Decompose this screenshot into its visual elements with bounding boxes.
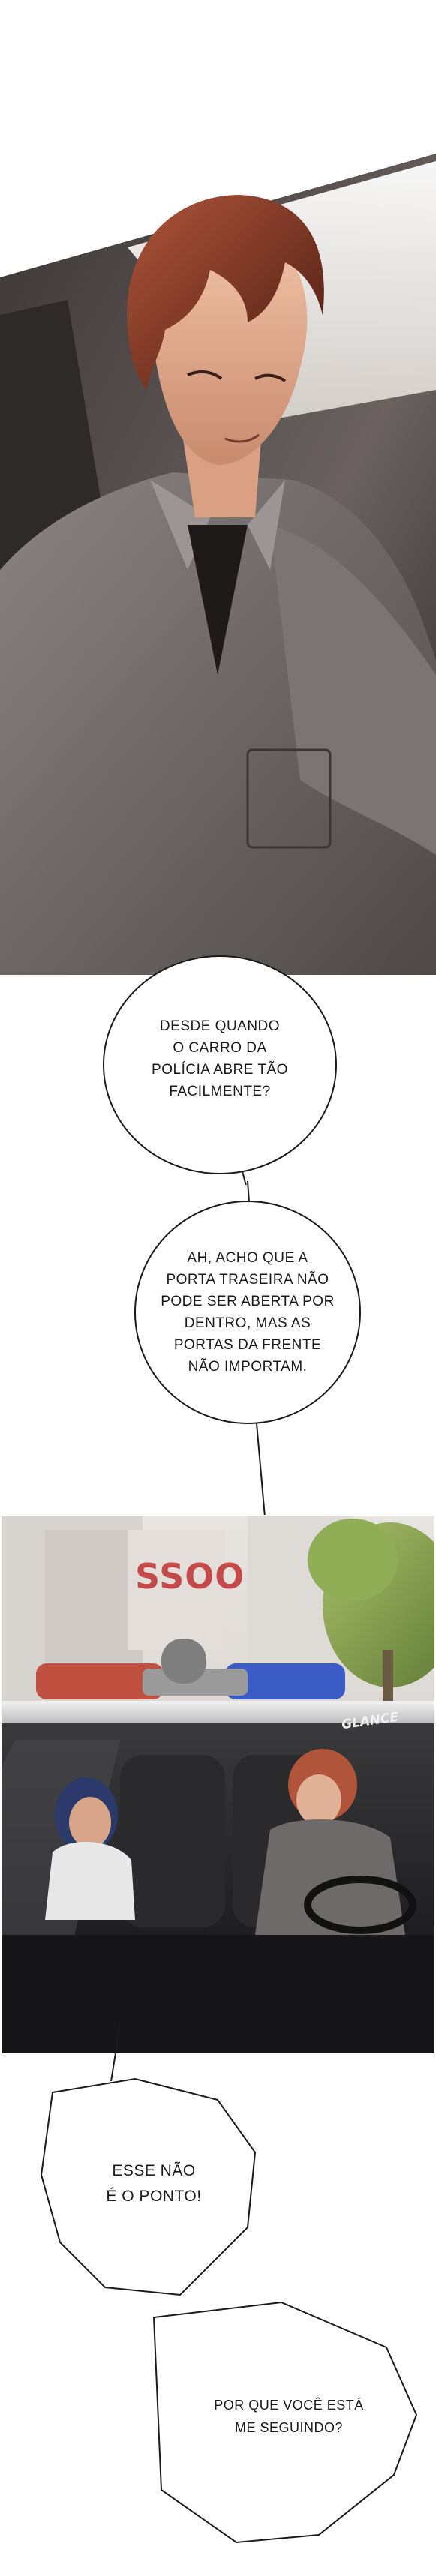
police-car-scene-icon <box>0 1515 436 2055</box>
bubble-3-text: ESSE NÃO É O PONTO! <box>106 2162 202 2205</box>
bubble-3-shape <box>40 2077 257 2296</box>
panel-man-leaning <box>0 0 436 975</box>
bubble-1-text: DESDE QUANDO O CARRO DA POLÍCIA ABRE TÃO… <box>152 1018 288 1099</box>
bubble-4-shape <box>152 2301 418 2544</box>
speech-bubble-1: DESDE QUANDO O CARRO DA POLÍCIA ABRE TÃO… <box>96 952 344 1185</box>
storefront-sign: SSOO <box>135 1556 245 1597</box>
bubble-2-shape <box>134 1181 361 1424</box>
panel-police-car: SSOO GLANCE <box>0 1515 436 2055</box>
speech-bubble-4: POR QUE VOCÊ ESTÁ ME SEGUINDO? <box>146 2295 424 2550</box>
man-in-car-icon <box>0 0 436 975</box>
bubble-2-text: AH, ACHO QUE A PORTA TRASEIRA NÃO PODE S… <box>161 1250 335 1375</box>
speech-bubble-3: ESSE NÃO É O PONTO! <box>30 2070 278 2310</box>
bubble-4-text: POR QUE VOCÊ ESTÁ ME SEGUINDO? <box>214 2398 364 2435</box>
bubble-1-shape <box>103 955 337 1185</box>
speech-bubble-2: AH, ACHO QUE A PORTA TRASEIRA NÃO PODE S… <box>128 1181 368 1429</box>
